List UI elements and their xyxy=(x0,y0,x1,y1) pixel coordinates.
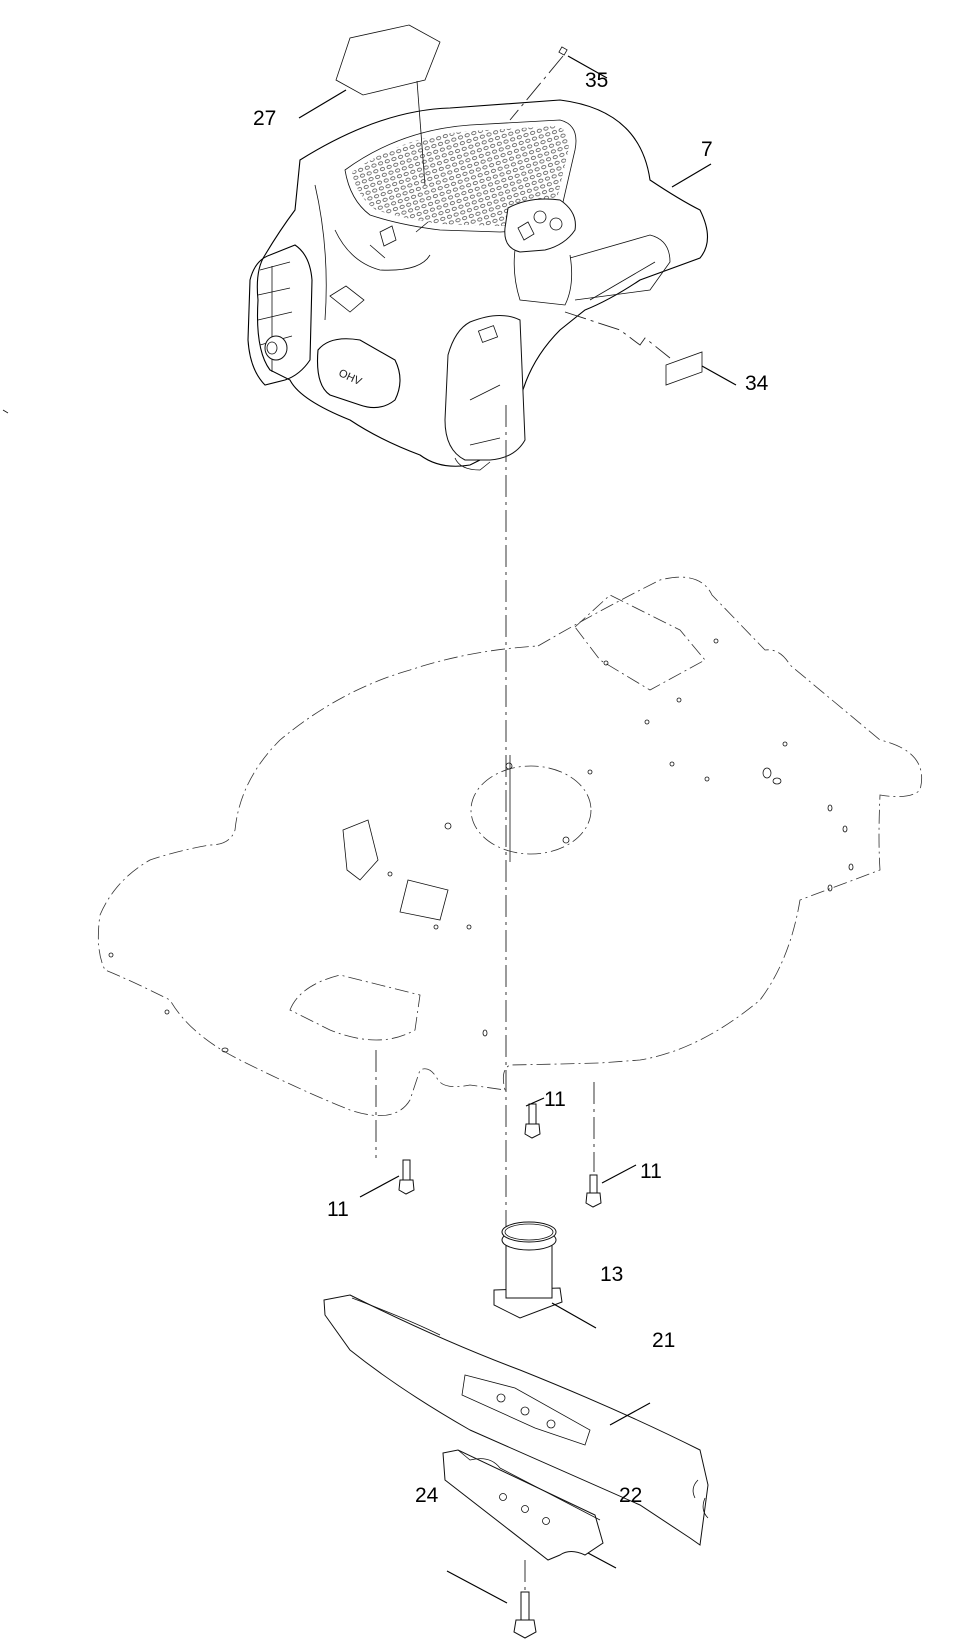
callout-11-left: 11 xyxy=(327,1198,349,1221)
clip-part xyxy=(509,46,568,121)
blade-bolt-part xyxy=(513,1560,537,1639)
callout-24: 24 xyxy=(415,1484,439,1507)
blade-part xyxy=(323,1294,709,1546)
callout-34: 34 xyxy=(745,372,769,395)
callout-11-center: 11 xyxy=(544,1088,566,1111)
deck-part xyxy=(97,576,922,1116)
engine-part: OHV xyxy=(247,99,709,471)
callout-13: 13 xyxy=(600,1263,624,1286)
callout-11-right: 11 xyxy=(640,1160,662,1183)
blade-stiffener-part xyxy=(442,1449,604,1561)
blade-adapter-part xyxy=(493,1221,563,1319)
bolt-part-left xyxy=(398,1159,415,1195)
rect-decal-part xyxy=(564,311,703,386)
leader-lines xyxy=(298,55,737,1604)
stray-mark xyxy=(2,409,9,414)
callout-21: 21 xyxy=(652,1329,676,1352)
callout-7: 7 xyxy=(701,138,713,161)
callout-22: 22 xyxy=(619,1484,643,1507)
svg-text:OHV: OHV xyxy=(337,367,364,388)
callout-27: 27 xyxy=(253,107,277,130)
callout-35: 35 xyxy=(585,69,609,92)
bolt-part-center xyxy=(524,1103,541,1139)
bolt-part-right xyxy=(585,1174,602,1208)
